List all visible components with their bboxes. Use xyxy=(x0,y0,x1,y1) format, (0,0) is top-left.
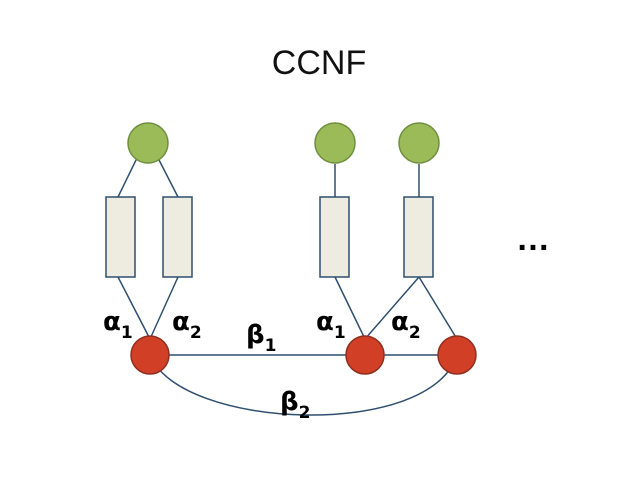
edge-box-1-to-output-left xyxy=(117,276,151,340)
output-node-right xyxy=(437,335,477,375)
edge-input-left-to-box-1 xyxy=(117,157,138,198)
edge-box-2-to-output-left xyxy=(149,276,179,340)
edge-box-4-to-output-right xyxy=(418,276,458,340)
label-alpha-left-1: α1 xyxy=(103,307,133,343)
factor-box-2 xyxy=(162,196,193,278)
label-beta-2: β2 xyxy=(280,387,310,423)
output-node-left xyxy=(130,335,170,375)
input-node-left xyxy=(127,122,169,164)
edge-box-3-to-output-mid xyxy=(334,276,366,340)
label-beta-1: β1 xyxy=(246,320,276,356)
edge-input-left-to-box-2 xyxy=(157,157,179,198)
factor-box-4 xyxy=(403,196,434,278)
edge-beta-2-curve xyxy=(149,354,458,416)
ellipsis: … xyxy=(516,220,550,258)
edge-box-4-to-output-mid xyxy=(364,276,420,340)
label-alpha-left-2: α2 xyxy=(172,307,202,343)
factor-box-3 xyxy=(319,196,350,278)
factor-box-1 xyxy=(105,196,136,278)
label-alpha-right-1: α1 xyxy=(316,307,346,343)
input-node-right xyxy=(398,122,440,164)
label-alpha-right-2: α2 xyxy=(391,307,421,343)
output-node-mid xyxy=(345,335,385,375)
diagram-title: CCNF xyxy=(272,44,366,82)
input-node-mid xyxy=(314,122,356,164)
